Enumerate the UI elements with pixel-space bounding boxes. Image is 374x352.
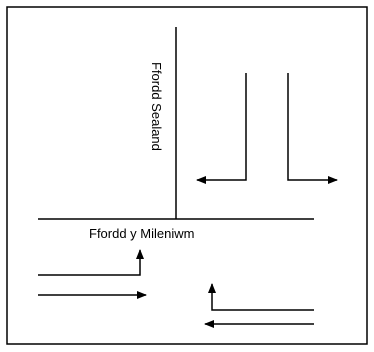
arrow-right-turn-north (208, 283, 314, 311)
arrow-left-turn-north (38, 249, 144, 276)
diagram-border (6, 6, 368, 345)
arrow-left-turn-west (196, 73, 247, 184)
arrow-right-turn-east (287, 73, 338, 184)
road-label-sealand: Ffordd Sealand (149, 62, 164, 151)
road-label-mileniwm: Ffordd y Mileniwm (89, 226, 194, 241)
